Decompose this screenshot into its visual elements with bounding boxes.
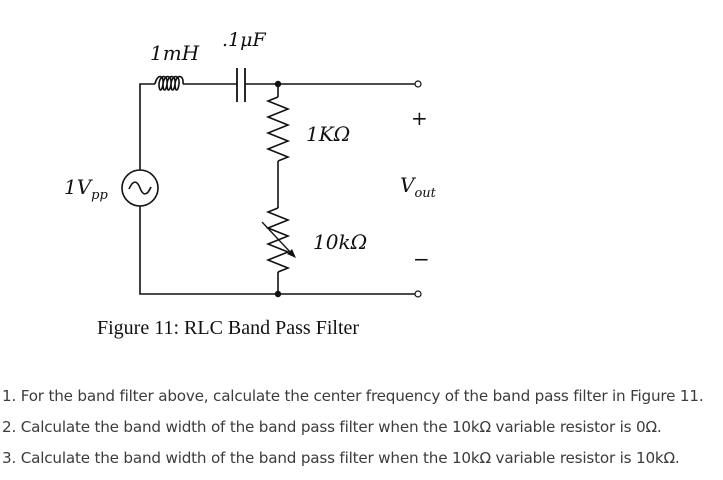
question-3: 3. Calculate the band width of the band …	[2, 449, 680, 467]
question-list: 1. For the band filter above, calculate …	[2, 383, 704, 476]
wire-left-bottom	[139, 205, 278, 295]
wire-left-top	[139, 83, 155, 170]
figure-caption: Figure 11: RLC Band Pass Filter	[97, 317, 360, 339]
output-label: Vout	[400, 173, 437, 201]
minus-sign: −	[413, 247, 430, 271]
variable-arrow-head	[287, 249, 296, 258]
question-1: 1. For the band filter above, calculate …	[2, 387, 704, 405]
sine-wave-icon	[128, 181, 152, 195]
plus-sign: +	[411, 106, 428, 130]
source-label: 1Vpp	[64, 175, 108, 203]
resistor-1k	[265, 96, 291, 162]
inductor-label: 1mH	[150, 41, 200, 65]
variable-resistor-label: 10kΩ	[313, 230, 367, 254]
question-2: 2. Calculate the band width of the band …	[2, 418, 662, 436]
inductor-coil	[154, 75, 184, 91]
output-terminal-bottom	[414, 290, 422, 298]
capacitor-label: .1μF	[222, 29, 266, 51]
resistor-label: 1KΩ	[306, 122, 350, 146]
output-terminal-top	[414, 80, 422, 88]
variable-arrow-shaft	[261, 221, 293, 255]
rlc-circuit-diagram: 1mH .1μF 1KΩ 10kΩ 1Vpp Vout + −	[64, 29, 437, 298]
